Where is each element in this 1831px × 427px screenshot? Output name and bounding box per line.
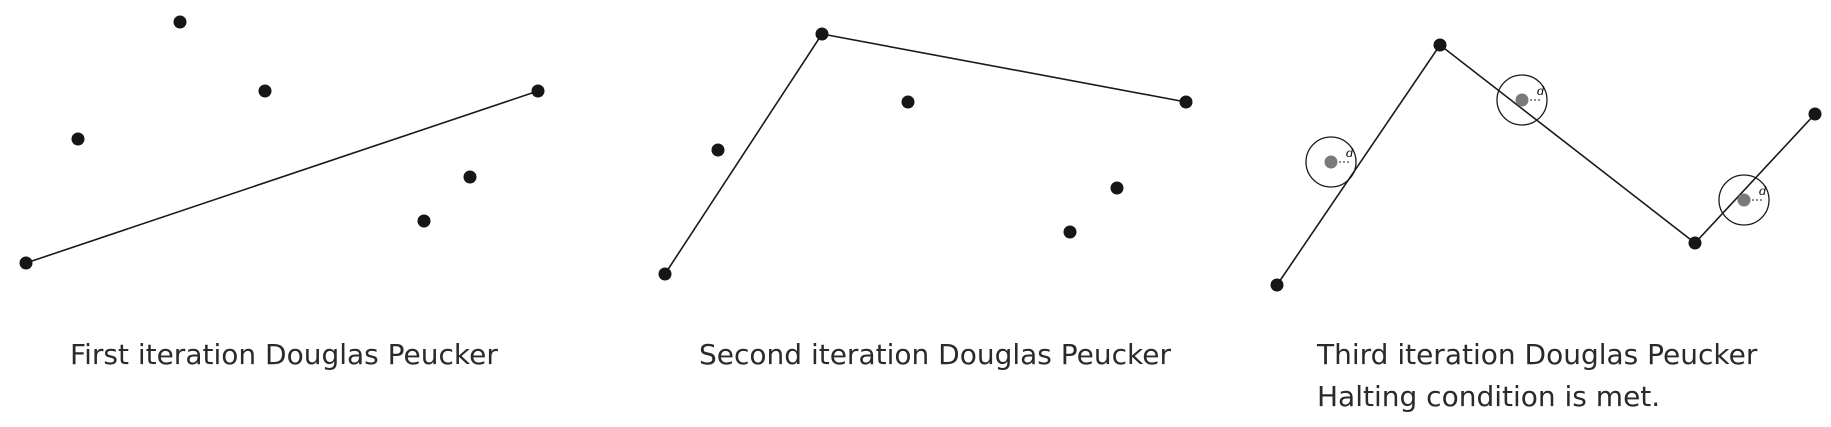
panel-3-vertex-point xyxy=(1808,107,1822,121)
panel-2-data-point xyxy=(901,95,915,109)
panel-2-data-point xyxy=(1110,181,1124,195)
panel-3-vertex-point xyxy=(1688,236,1702,250)
tolerance-label: d xyxy=(1537,84,1545,98)
panel-1-data-point xyxy=(71,132,85,146)
panel-2-data-point xyxy=(1063,225,1077,239)
panel-1-polyline xyxy=(25,90,539,264)
panel-2-vertex-point xyxy=(658,267,672,281)
panel-3-vertex-point xyxy=(1270,278,1284,292)
caption-line: Third iteration Douglas Peucker xyxy=(1317,338,1758,371)
panel-2-data-point xyxy=(711,143,725,157)
simplified-point xyxy=(1737,193,1751,207)
panel-1-data-point xyxy=(463,170,477,184)
panel-1-data-point xyxy=(258,84,272,98)
tolerance-label: d xyxy=(1759,184,1767,198)
panel-2-polyline xyxy=(664,33,1187,275)
caption-second-iteration: Second iteration Douglas Peucker xyxy=(699,334,1171,376)
tolerance-circle xyxy=(1305,136,1357,188)
tolerance-label: d xyxy=(1346,146,1354,160)
caption-third-iteration: Third iteration Douglas Peucker Halting … xyxy=(1317,334,1757,418)
panel-2-vertex-point xyxy=(815,27,829,41)
caption-line: First iteration Douglas Peucker xyxy=(70,338,498,371)
simplified-point xyxy=(1515,93,1529,107)
panel-1-data-point xyxy=(417,214,431,228)
caption-first-iteration: First iteration Douglas Peucker xyxy=(70,334,498,376)
panel-1-data-point xyxy=(173,15,187,29)
panel-1-vertex-point xyxy=(531,84,545,98)
tolerance-circle xyxy=(1496,74,1548,126)
panel-3-polyline xyxy=(1276,43,1816,286)
caption-line-halting: Halting condition is met. xyxy=(1317,380,1661,413)
tolerance-circle xyxy=(1718,174,1770,226)
simplified-point xyxy=(1324,155,1338,169)
panel-2-vertex-point xyxy=(1179,95,1193,109)
caption-line: Second iteration Douglas Peucker xyxy=(699,338,1171,371)
panel-3-vertex-point xyxy=(1433,38,1447,52)
panel-1-vertex-point xyxy=(19,256,33,270)
